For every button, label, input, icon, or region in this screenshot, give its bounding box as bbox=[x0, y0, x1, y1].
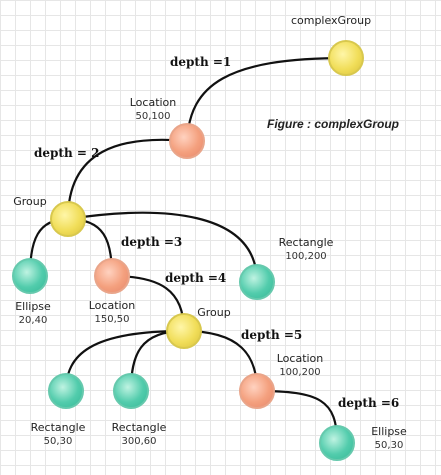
node-location-2 bbox=[94, 258, 130, 294]
label-value: 100,200 bbox=[279, 367, 321, 379]
label-name: Location bbox=[276, 352, 324, 365]
edge-location1-group1 bbox=[66, 138, 189, 221]
node-ellipse-1 bbox=[12, 258, 48, 294]
node-group-2 bbox=[166, 313, 202, 349]
label-name: Location bbox=[129, 96, 177, 109]
node-ellipse-2 bbox=[319, 425, 355, 461]
label-value: 50,100 bbox=[135, 111, 171, 123]
label-location-2: Location 150,50 bbox=[89, 299, 136, 326]
label-location-1: Location 50,100 bbox=[130, 96, 177, 123]
label-group-1: Group bbox=[13, 195, 47, 209]
figure-caption: Figure : complexGroup bbox=[267, 117, 400, 131]
label-rectangle-2: Rectangle 50,30 bbox=[31, 421, 86, 448]
node-complexgroup bbox=[328, 40, 364, 76]
label-name: Rectangle bbox=[30, 421, 86, 434]
label-rectangle-1: Rectangle 100,200 bbox=[279, 236, 334, 263]
label-ellipse-2: Ellipse 50,30 bbox=[371, 425, 407, 452]
depth-label-4: depth =4 bbox=[165, 271, 227, 285]
node-location-3 bbox=[239, 373, 275, 409]
label-complexgroup: complexGroup bbox=[291, 14, 371, 28]
node-rectangle-3 bbox=[113, 373, 149, 409]
label-name: Group bbox=[13, 195, 47, 208]
label-value: 50,30 bbox=[43, 436, 73, 448]
depth-label-1: depth =1 bbox=[170, 55, 232, 69]
depth-label-6: depth =6 bbox=[338, 396, 400, 410]
depth-label-2: depth = 2 bbox=[34, 146, 100, 160]
label-name: Ellipse bbox=[371, 425, 407, 438]
label-value: 150,50 bbox=[94, 314, 130, 326]
label-name: Rectangle bbox=[278, 236, 334, 249]
label-name: Location bbox=[88, 299, 136, 312]
label-name: complexGroup bbox=[290, 14, 372, 27]
node-group-1 bbox=[50, 201, 86, 237]
node-rectangle-1 bbox=[239, 264, 275, 300]
edge-complexGroup-location1 bbox=[185, 56, 348, 143]
label-value: 50,30 bbox=[374, 440, 404, 452]
depth-label-3: depth =3 bbox=[121, 235, 183, 249]
label-ellipse-1: Ellipse 20,40 bbox=[15, 300, 51, 327]
label-name: Rectangle bbox=[111, 421, 167, 434]
label-value: 20,40 bbox=[18, 315, 48, 327]
label-value: 100,200 bbox=[285, 251, 327, 263]
node-rectangle-2 bbox=[48, 373, 84, 409]
label-name: Ellipse bbox=[15, 300, 51, 313]
label-name: Group bbox=[197, 306, 231, 319]
edge-group1-rectangle1 bbox=[66, 211, 259, 284]
label-value: 300,60 bbox=[121, 436, 157, 448]
node-location-1 bbox=[169, 123, 205, 159]
label-group-2: Group bbox=[197, 306, 231, 320]
label-location-3: Location 100,200 bbox=[277, 352, 324, 379]
label-rectangle-3: Rectangle 300,60 bbox=[112, 421, 167, 448]
depth-label-5: depth =5 bbox=[241, 328, 303, 342]
